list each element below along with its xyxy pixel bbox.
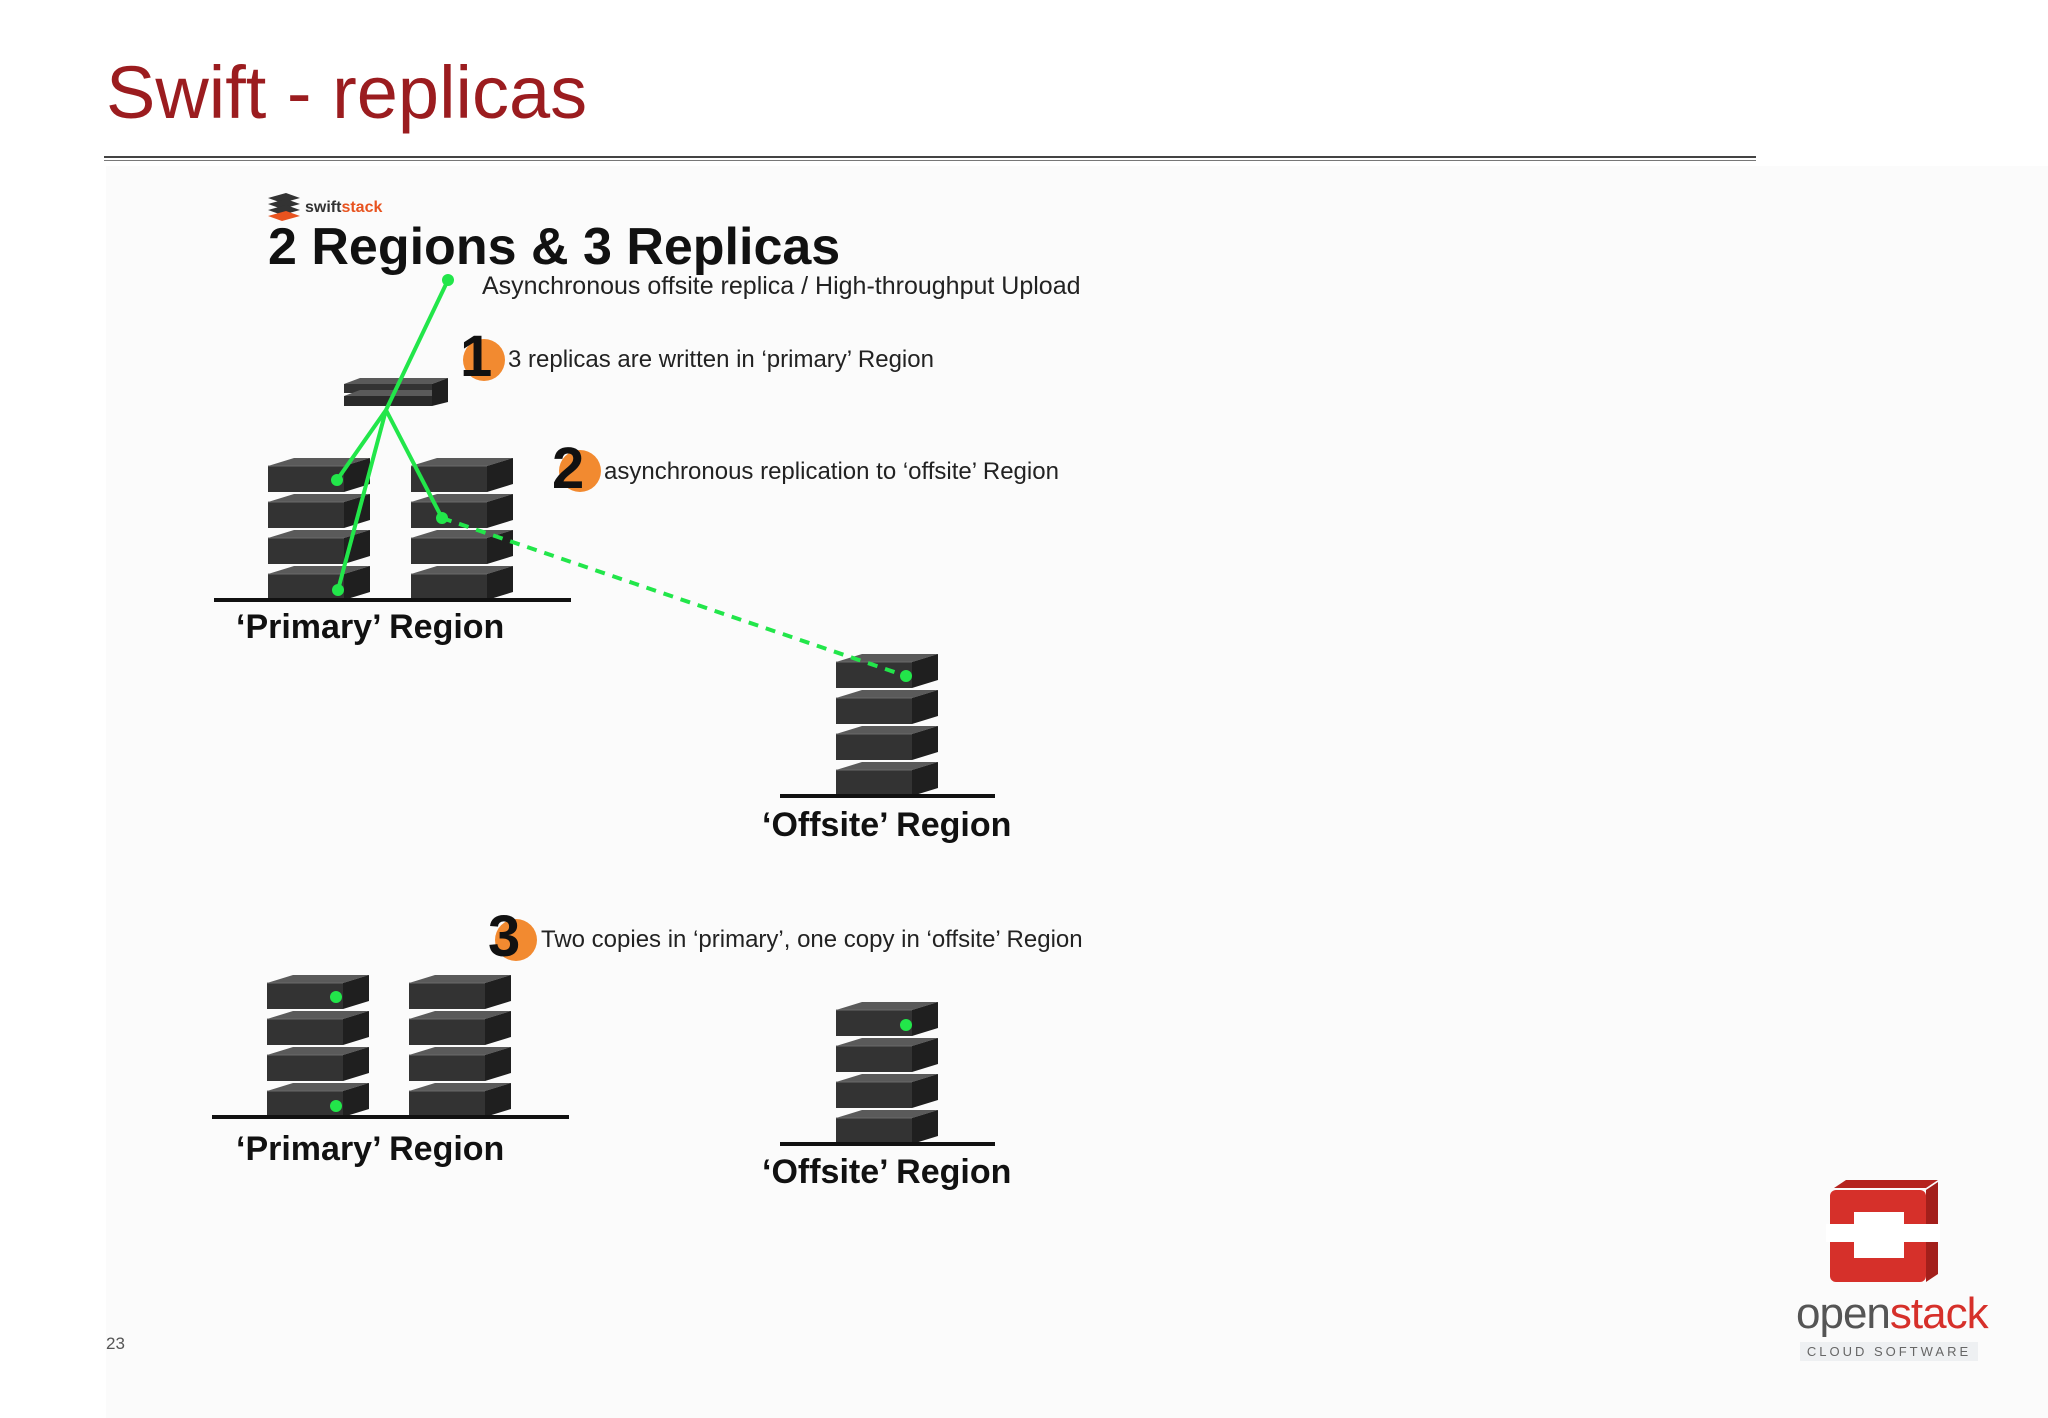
- title-divider-thin: [104, 160, 1756, 161]
- diagram-subheading: Asynchronous offsite replica / High-thro…: [482, 272, 1081, 300]
- step-3-text: Two copies in ‘primary’, one copy in ‘of…: [541, 926, 1083, 953]
- step-2: 2 asynchronous replication to ‘offsite’ …: [552, 436, 1059, 501]
- offsite-region-label-top: ‘Offsite’ Region: [762, 806, 1011, 844]
- openstack-tagline: CLOUD SOFTWARE: [1800, 1342, 1978, 1361]
- step-3-number: 3: [488, 904, 520, 969]
- openstack-logo: openstack CLOUD SOFTWARE: [1796, 1180, 1989, 1364]
- diagram-panel: [106, 166, 2048, 1418]
- final-offsite-server-stack-icon: [836, 1002, 938, 1144]
- step-2-badge: [559, 450, 601, 492]
- primary-region-label-bottom: ‘Primary’ Region: [236, 1130, 504, 1168]
- async-replication-line: [441, 516, 907, 678]
- upload-origin-dot: [442, 274, 454, 286]
- offsite-server-stack-icon: [836, 654, 938, 796]
- page-number: 23: [106, 1334, 125, 1353]
- swiftstack-layers-icon: [268, 193, 300, 221]
- openstack-wordmark: openstack: [1796, 1289, 1989, 1338]
- step-1: 1 3 replicas are written in ‘primary’ Re…: [460, 324, 934, 389]
- primary-region-label-top: ‘Primary’ Region: [236, 608, 504, 646]
- replica-dots: [331, 274, 912, 682]
- diagram-heading: 2 Regions & 3 Replicas: [268, 218, 840, 276]
- final-primary-replica-dot: [330, 991, 342, 1003]
- final-primary-server-stack-a-icon: [267, 975, 369, 1117]
- brand-swift: swift: [305, 199, 342, 216]
- openstack-cube-icon: [1826, 1180, 1940, 1282]
- replica-dot: [331, 474, 343, 486]
- offsite-replica-dot: [900, 670, 912, 682]
- step-2-text: asynchronous replication to ‘offsite’ Re…: [604, 458, 1059, 485]
- replica-dot: [436, 512, 448, 524]
- title-divider: [104, 156, 1756, 158]
- step-1-badge: [463, 339, 505, 381]
- openstack-word-stack: stack: [1889, 1289, 1989, 1338]
- replica-dot: [332, 584, 344, 596]
- svg-text:swiftstack: swiftstack: [305, 199, 382, 216]
- replica-write-lines: [335, 279, 907, 678]
- brand-stack: stack: [341, 199, 382, 216]
- offsite-region-label-bottom: ‘Offsite’ Region: [762, 1153, 1011, 1191]
- final-primary-server-stack-b-icon: [409, 975, 511, 1117]
- step-1-text: 3 replicas are written in ‘primary’ Regi…: [508, 346, 934, 373]
- openstack-word-open: open: [1796, 1289, 1891, 1338]
- swiftstack-logo: swiftstack: [268, 193, 382, 221]
- step-1-number: 1: [460, 324, 492, 389]
- step-2-number: 2: [552, 436, 584, 501]
- final-primary-replica-dot: [330, 1100, 342, 1112]
- step-3-badge: [495, 919, 537, 961]
- final-offsite-replica-dot: [900, 1019, 912, 1031]
- slide-title: Swift - replicas: [106, 51, 588, 134]
- step-3: 3 Two copies in ‘primary’, one copy in ‘…: [488, 904, 1083, 969]
- primary-server-stack-b-icon: [411, 458, 513, 600]
